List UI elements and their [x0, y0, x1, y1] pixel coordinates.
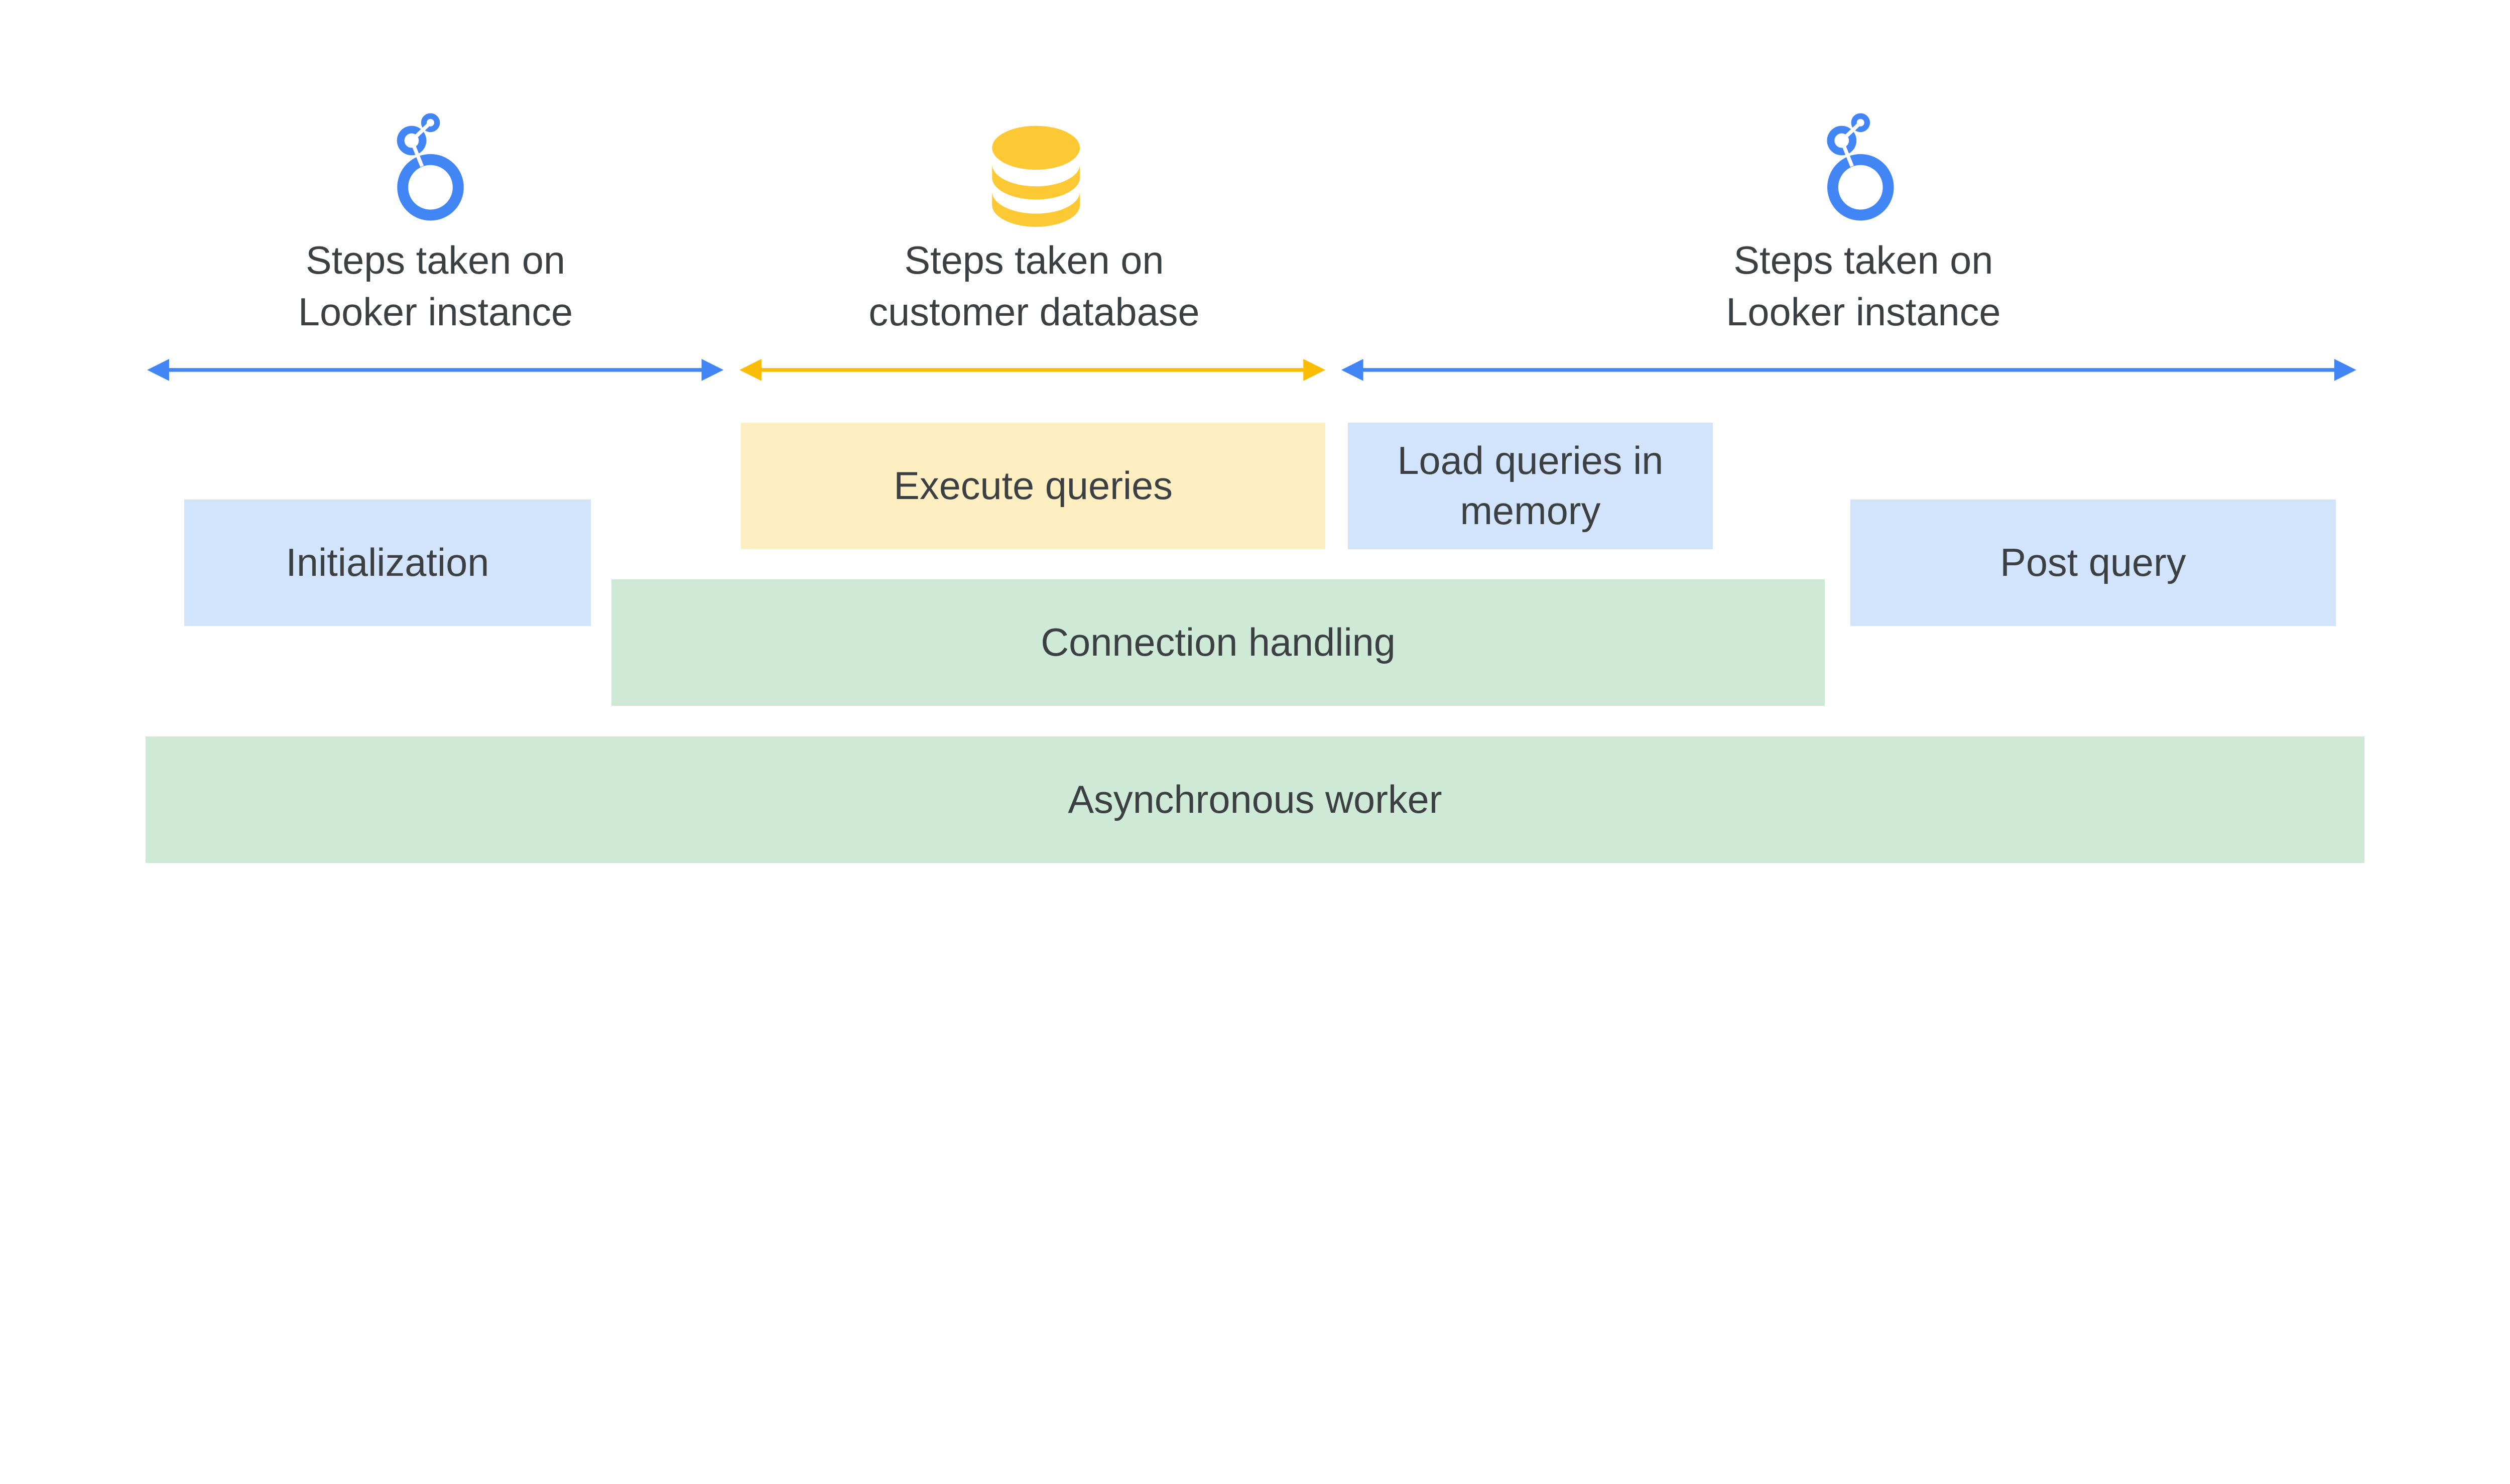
diagram: Steps taken on Looker instance Steps tak… — [146, 113, 2364, 863]
title-line: Steps taken on — [305, 239, 566, 283]
load-queries-label-line2: memory — [1460, 489, 1601, 533]
database-span-arrow — [739, 359, 1325, 381]
title-line: Looker instance — [298, 290, 573, 334]
looker-logo-icon — [397, 113, 464, 221]
load-queries-label-line1: Load queries in — [1397, 439, 1664, 482]
execute-queries-box: Execute queries — [741, 422, 1325, 549]
title-line: Looker instance — [1726, 290, 2001, 334]
looker-span-arrow-right — [1341, 359, 2356, 381]
load-queries-box: Load queries in memory — [1348, 422, 1713, 549]
post-query-label: Post query — [2000, 541, 2186, 584]
title-line: Steps taken on — [1733, 239, 1993, 283]
looker-span-arrow-left — [147, 359, 724, 381]
initialization-box: Initialization — [184, 500, 591, 626]
post-query-box: Post query — [1850, 500, 2336, 626]
section-title-looker-2: Steps taken on Looker instance — [1644, 235, 2083, 338]
diagram-graphics — [147, 113, 2356, 381]
title-line: Steps taken on — [904, 239, 1164, 283]
section-title-database: Steps taken on customer database — [815, 235, 1254, 338]
async-worker-box: Asynchronous worker — [146, 736, 2364, 863]
title-line: customer database — [868, 290, 1200, 334]
connection-handling-label: Connection handling — [1041, 621, 1396, 665]
initialization-label: Initialization — [286, 541, 489, 584]
section-title-looker-1: Steps taken on Looker instance — [216, 235, 655, 338]
looker-logo-connector — [410, 121, 432, 167]
connection-handling-box: Connection handling — [611, 579, 1825, 706]
execute-queries-label: Execute queries — [894, 464, 1173, 508]
looker-logo-connector — [1840, 121, 1862, 167]
looker-logo-icon — [1827, 113, 1894, 221]
async-worker-label: Asynchronous worker — [1068, 778, 1442, 821]
database-icon — [992, 126, 1080, 227]
